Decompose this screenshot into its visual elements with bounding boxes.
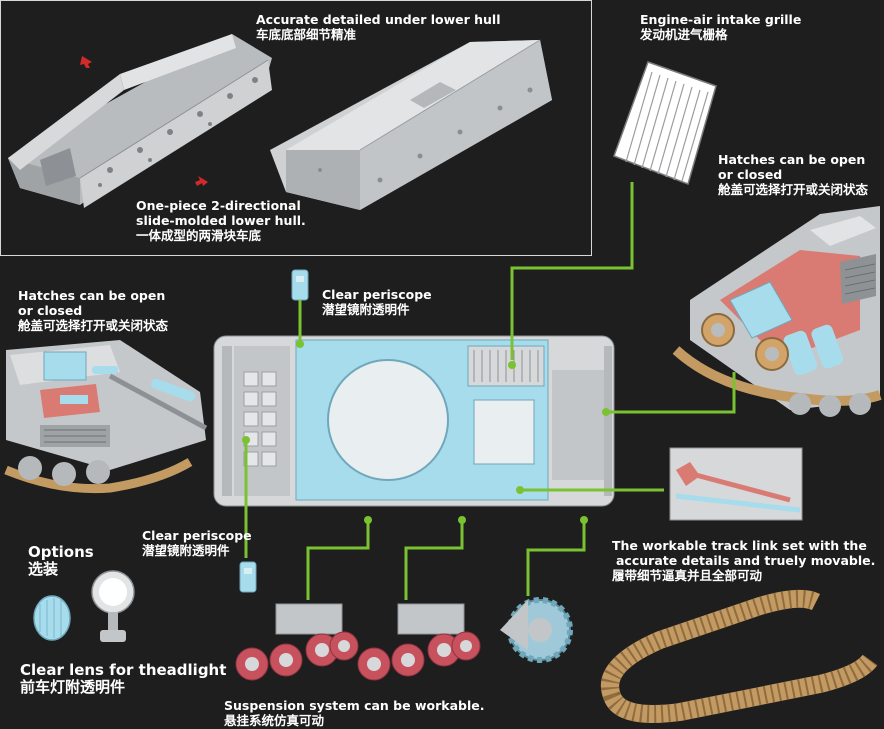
track-links-image xyxy=(601,589,878,723)
suspension-label: Suspension system can be workable. 悬挂系统仿… xyxy=(224,698,485,728)
clear-lens-label: Clear lens for theadlight 前车灯附透明件 xyxy=(20,661,227,696)
hatches-left-label: Hatches can be open or closed 舱盖可选择打开或关闭… xyxy=(18,288,169,333)
suspension-bogie-2-image xyxy=(357,603,481,681)
lower-hull-frame xyxy=(0,0,592,256)
engine-grille-image xyxy=(613,61,717,185)
tank-left-hatches-image xyxy=(4,340,208,494)
track-link-label: The workable track link set with the acc… xyxy=(612,538,876,583)
clear-periscope-bottom-label: Clear periscope 潜望镜附透明件 xyxy=(142,528,252,558)
one-piece-hull-label: One-piece 2-directional slide-molded low… xyxy=(136,198,306,243)
periscope-part-top-image xyxy=(291,269,309,301)
clear-lens-image xyxy=(33,595,71,641)
lower-hull-detail-label: Accurate detailed under lower hull 车底底部细… xyxy=(256,12,501,42)
clear-periscope-top-label: Clear periscope 潜望镜附透明件 xyxy=(322,287,432,317)
tank-right-hatches-image xyxy=(672,206,882,417)
tools-detail-image xyxy=(669,447,803,521)
leader-lines xyxy=(244,182,736,600)
lower-hull-open-image xyxy=(8,34,272,208)
leader-dots xyxy=(242,340,610,524)
headlight-image xyxy=(91,570,135,642)
options-label: Options 选装 xyxy=(28,543,94,578)
suspension-bogie-1-image xyxy=(235,603,359,681)
hull-top-view-image xyxy=(213,335,615,507)
slide-direction-arrows xyxy=(80,56,208,186)
engine-grille-label: Engine-air intake grille 发动机进气栅格 xyxy=(640,12,802,42)
lower-hull-box-image xyxy=(270,39,552,210)
hatches-right-label: Hatches can be open or closed 舱盖可选择打开或关闭… xyxy=(718,152,869,197)
periscope-part-bottom-image xyxy=(239,561,257,593)
sprocket-wheel-image xyxy=(500,597,573,663)
